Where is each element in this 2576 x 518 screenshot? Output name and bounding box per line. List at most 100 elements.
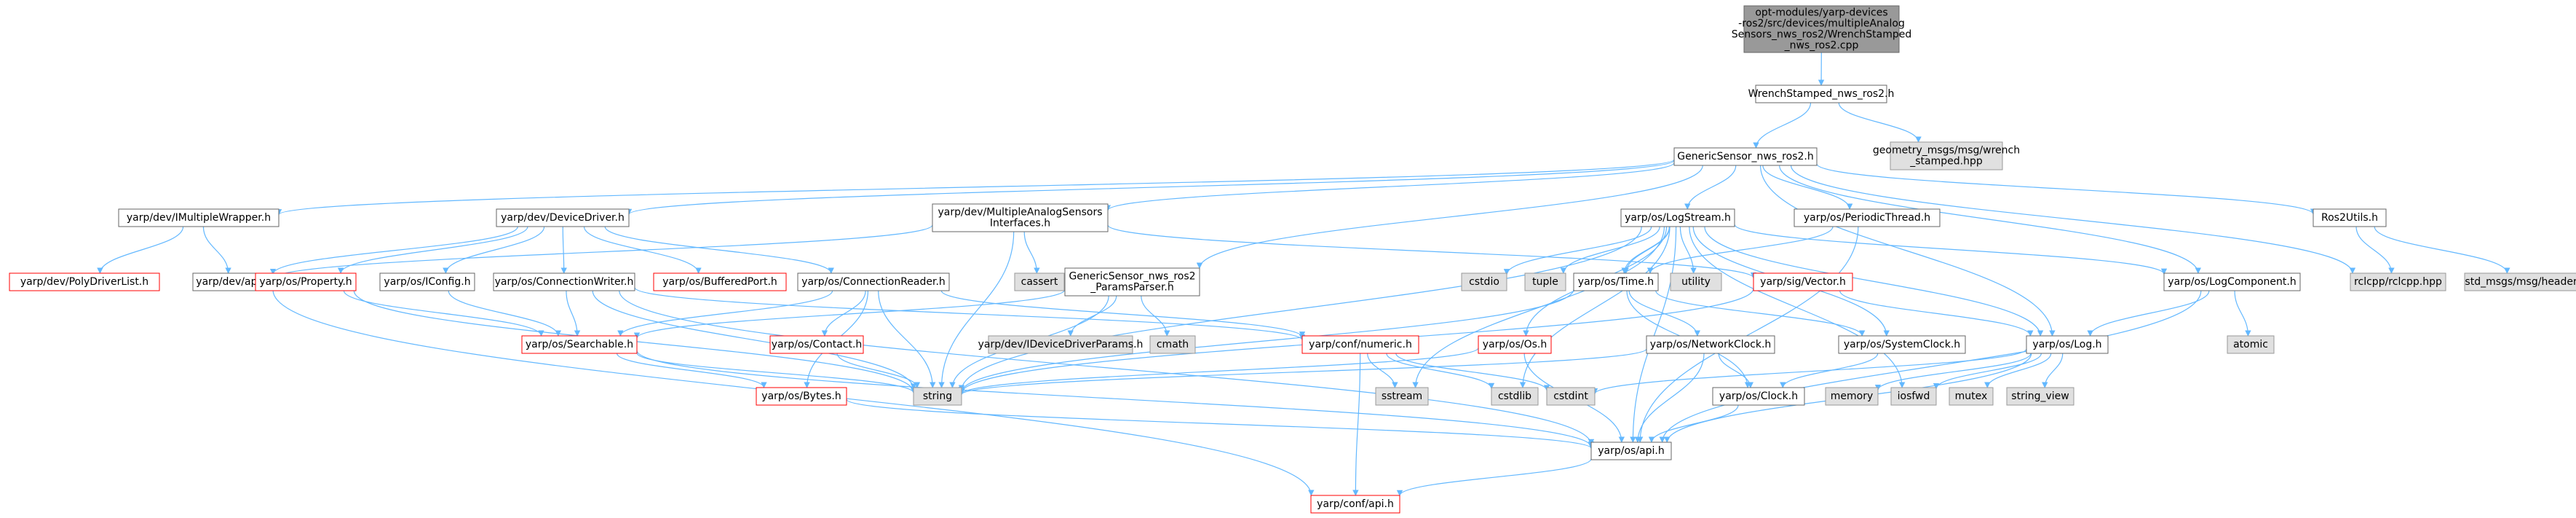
node-vector_h[interactable]: yarp/sig/Vector.h: [1753, 272, 1853, 291]
edge-searchable-to-string: [636, 353, 917, 394]
node-os_h[interactable]: yarp/os/Os.h: [1478, 335, 1552, 354]
node-iconfig[interactable]: yarp/os/IConfig.h: [379, 272, 475, 291]
node-contact[interactable]: yarp/os/Contact.h: [769, 335, 864, 354]
node-label: atomic: [2233, 339, 2268, 350]
node-log_h[interactable]: yarp/os/Log.h: [2026, 335, 2109, 354]
edge-log_h-to-cstdint: [1591, 348, 2027, 395]
node-box: [9, 272, 160, 291]
node-box: [1546, 387, 1596, 406]
node-box: [1825, 387, 1879, 406]
node-label: Sensors_nws_ros2/WrenchStamped: [1732, 29, 1912, 41]
node-paramsparser[interactable]: GenericSensor_nws_ros2_ParamsParser.h: [1064, 267, 1200, 297]
edge-imultiwrapper-to-polydriverlist: [97, 226, 184, 274]
node-box: [1743, 5, 1900, 53]
edge-devicedriver-to-connreader: [604, 226, 834, 274]
edge-paramsparser-to-searchable: [633, 289, 1066, 339]
node-label: yarp/dev/PolyDriverList.h: [20, 276, 148, 288]
node-box: [769, 335, 864, 354]
node-ros2utils[interactable]: Ros2Utils.h: [2313, 208, 2387, 227]
node-logstream[interactable]: yarp/os/LogStream.h: [1620, 208, 1735, 227]
edge-bytes-to-os_api: [846, 399, 1594, 450]
edge-connwriter-to-numeric: [634, 287, 1305, 341]
node-box: [379, 272, 475, 291]
node-networkclock[interactable]: yarp/os/NetworkClock.h: [1646, 335, 1775, 354]
node-box: [1753, 272, 1853, 291]
edges-layer: [97, 52, 2510, 497]
node-periodicthread[interactable]: yarp/os/PeriodicThread.h: [1794, 208, 1941, 227]
node-utility[interactable]: utility: [1670, 272, 1722, 291]
node-label: GenericSensor_nws_ros2.h: [1677, 151, 1813, 162]
node-sstream[interactable]: sstream: [1375, 387, 1429, 406]
node-memory[interactable]: memory: [1825, 387, 1879, 406]
edge-networkclock-to-string: [959, 348, 1647, 396]
edge-gensensor_h-to-rclcpp: [1790, 165, 2356, 274]
node-label: yarp/os/api.h: [1598, 445, 1664, 457]
node-cstdint[interactable]: cstdint: [1546, 387, 1596, 406]
node-rclcpp[interactable]: rclcpp/rclcpp.hpp: [2350, 272, 2446, 291]
node-multianalog[interactable]: yarp/dev/MultipleAnalogSensorsInterfaces…: [932, 203, 1109, 232]
node-label: cassert: [1021, 276, 1058, 288]
node-bytes[interactable]: yarp/os/Bytes.h: [756, 387, 847, 406]
node-idevparams[interactable]: yarp/dev/IDeviceDriverParams.h: [978, 335, 1144, 354]
node-property[interactable]: yarp/os/Property.h: [255, 272, 357, 291]
node-box: [1301, 335, 1419, 354]
node-atomic[interactable]: atomic: [2227, 335, 2275, 354]
node-label: yarp/os/IConfig.h: [384, 276, 470, 288]
node-connwriter[interactable]: yarp/os/ConnectionWriter.h: [493, 272, 635, 291]
edge-searchable-to-bytes: [616, 353, 767, 388]
node-gensensor_h[interactable]: GenericSensor_nws_ros2.h: [1673, 147, 1818, 166]
node-systemclock[interactable]: yarp/os/SystemClock.h: [1838, 335, 1966, 354]
node-numeric[interactable]: yarp/conf/numeric.h: [1301, 335, 1419, 354]
node-geom_msgs[interactable]: geometry_msgs/msg/wrench_stamped.hpp: [1873, 141, 2020, 170]
node-cassert[interactable]: cassert: [1014, 272, 1065, 291]
node-logcomponent[interactable]: yarp/os/LogComponent.h: [2163, 272, 2301, 291]
edge-logstream-to-os_api: [1630, 226, 1677, 443]
node-box: [2464, 272, 2576, 291]
edge-logcomponent-to-atomic: [2234, 290, 2251, 337]
node-box: [1014, 272, 1065, 291]
edge-gensensor_h-to-periodicthread: [1762, 165, 1853, 210]
node-tuple[interactable]: tuple: [1524, 272, 1566, 291]
node-label: geometry_msgs/msg/wrench: [1873, 145, 2020, 157]
edge-numeric-to-cstdlib: [1386, 353, 1495, 390]
node-iosfwd[interactable]: iosfwd: [1890, 387, 1937, 406]
node-devicedriver[interactable]: yarp/dev/DeviceDriver.h: [496, 208, 630, 227]
edge-wrench_h-to-geom_msgs: [1838, 102, 1922, 143]
node-os_api[interactable]: yarp/os/api.h: [1590, 442, 1672, 460]
node-clock_h[interactable]: yarp/os/Clock.h: [1712, 387, 1805, 406]
node-label: _stamped.hpp: [1909, 156, 1983, 168]
node-bufferedport[interactable]: yarp/os/BufferedPort.h: [653, 272, 787, 291]
edge-log_h-to-iosfwd: [1933, 353, 2042, 390]
node-time_h[interactable]: yarp/os/Time.h: [1573, 272, 1659, 291]
node-imultiwrapper[interactable]: yarp/dev/IMultipleWrapper.h: [118, 208, 280, 227]
node-box: [1590, 442, 1672, 460]
node-mutex[interactable]: mutex: [1949, 387, 1994, 406]
edge-log_h-to-string_view: [2042, 353, 2064, 388]
node-label: _ParamsParser.h: [1090, 282, 1174, 294]
node-cmath[interactable]: cmath: [1149, 335, 1196, 354]
node-root[interactable]: opt-modules/yarp-devices-ros2/src/device…: [1732, 5, 1912, 53]
node-label: opt-modules/yarp-devices: [1755, 7, 1887, 19]
node-string_view[interactable]: string_view: [2006, 387, 2074, 406]
node-label: yarp/sig/Vector.h: [1760, 276, 1846, 288]
node-label: Ros2Utils.h: [2321, 212, 2378, 224]
node-box: [2227, 335, 2275, 354]
edge-gensensor_h-to-imultiwrapper: [276, 159, 1675, 216]
node-cstdio[interactable]: cstdio: [1461, 272, 1507, 291]
node-label: yarp/dev/DeviceDriver.h: [501, 212, 625, 224]
nodes-layer: opt-modules/yarp-devices-ros2/src/device…: [9, 5, 2576, 514]
node-label: yarp/os/Time.h: [1578, 276, 1654, 288]
node-box: [1838, 335, 1966, 354]
node-string[interactable]: string: [913, 387, 962, 406]
node-conf_api[interactable]: yarp/conf/api.h: [1310, 495, 1400, 514]
node-label: cmath: [1157, 339, 1189, 350]
node-cstdlib[interactable]: cstdlib: [1491, 387, 1539, 406]
node-polydriverlist[interactable]: yarp/dev/PolyDriverList.h: [9, 272, 160, 291]
node-searchable[interactable]: yarp/os/Searchable.h: [521, 335, 638, 354]
edge-time_h-to-networkclock: [1628, 290, 1701, 337]
node-connreader[interactable]: yarp/os/ConnectionReader.h: [797, 272, 950, 291]
node-wrench_h[interactable]: WrenchStamped_nws_ros2.h: [1748, 85, 1895, 103]
node-std_header[interactable]: std_msgs/msg/header.hpp: [2464, 272, 2576, 291]
node-label: yarp/os/Bytes.h: [761, 391, 841, 402]
node-label: memory: [1831, 391, 1874, 402]
